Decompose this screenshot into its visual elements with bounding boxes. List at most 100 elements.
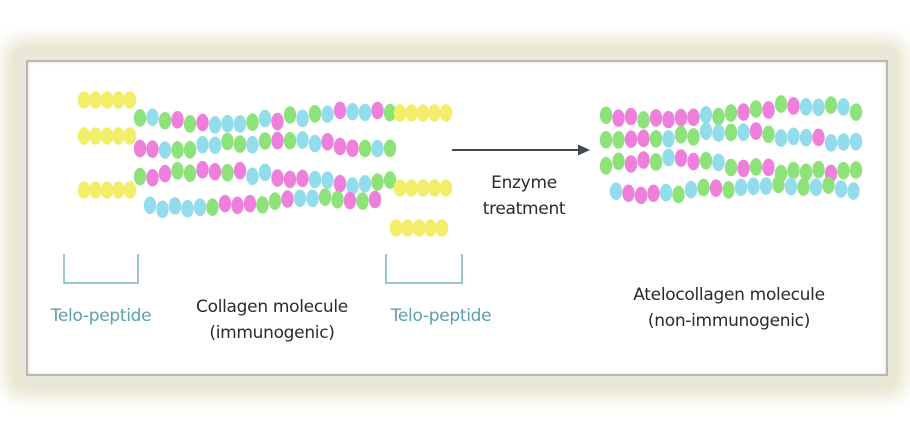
molecule-bead: [405, 104, 418, 122]
molecule-bead: [822, 176, 835, 195]
molecule-bead: [674, 149, 688, 167]
molecule-bead: [649, 109, 663, 127]
molecule-bead: [256, 196, 269, 214]
molecule-bead: [89, 181, 102, 199]
molecule-bead: [812, 98, 825, 117]
molecule-bead: [624, 130, 638, 149]
molecule-bead: [662, 110, 675, 129]
molecule-bead: [233, 135, 247, 153]
molecule-bead: [77, 127, 91, 145]
molecule-bead: [133, 139, 147, 158]
molecule-bead: [258, 132, 272, 150]
molecule-bead: [268, 192, 282, 210]
molecule-bead: [208, 162, 222, 181]
molecule-bead: [834, 180, 848, 198]
molecule-bead: [401, 219, 414, 237]
molecule-bead: [171, 111, 184, 129]
molecule-bead: [724, 104, 738, 122]
molecule-bead: [809, 178, 823, 197]
molecule-bead: [416, 104, 430, 122]
molecule-bead: [143, 196, 157, 215]
molecule-bead: [687, 128, 700, 146]
molecule-bead: [218, 194, 232, 213]
molecule-bead: [221, 132, 234, 151]
molecule-bead: [389, 219, 403, 237]
molecule-bead: [308, 105, 322, 123]
molecule-bead: [156, 200, 169, 219]
molecule-bead: [787, 97, 800, 115]
bead-layer: [77, 91, 863, 237]
molecule-bead: [146, 108, 159, 127]
molecule-bead: [383, 103, 397, 122]
molecule-bead: [599, 106, 613, 125]
molecule-bead: [412, 219, 426, 237]
molecule-bead: [772, 175, 785, 194]
molecule-bead: [612, 152, 625, 171]
telopeptide-label-right: Telo-peptide: [390, 306, 492, 326]
molecule-bead: [183, 140, 197, 159]
molecule-bead: [762, 158, 775, 177]
molecule-bead: [358, 175, 372, 193]
molecule-bead: [246, 167, 259, 186]
molecule-bead: [183, 164, 197, 183]
molecule-bead: [674, 108, 688, 127]
molecule-bead: [321, 105, 334, 124]
molecule-bead: [221, 163, 234, 182]
molecule-bead: [799, 163, 813, 182]
molecule-bead: [749, 158, 763, 176]
molecule-bead: [747, 177, 760, 196]
molecule-bead: [231, 196, 244, 215]
molecule-bead: [609, 182, 623, 201]
molecule-bead: [281, 190, 294, 208]
molecule-bead: [787, 127, 800, 146]
molecule-bead: [393, 179, 407, 197]
molecule-bead: [697, 178, 710, 197]
molecule-bead: [849, 161, 863, 179]
molecule-bead: [208, 116, 222, 134]
molecule-bead: [123, 181, 137, 199]
bracket-right-line: [385, 254, 463, 284]
molecule-bead: [146, 168, 159, 187]
molecule-bead: [346, 139, 359, 158]
molecule-bead: [634, 186, 648, 205]
molecule-bead: [158, 111, 172, 130]
molecule-bead: [343, 191, 357, 210]
molecule-bead: [762, 101, 775, 119]
molecule-bead: [346, 177, 359, 195]
molecule-bead: [599, 157, 613, 175]
molecule-bead: [100, 181, 114, 199]
molecule-bead: [637, 111, 650, 129]
molecule-bead: [158, 141, 172, 159]
molecule-bead: [318, 188, 332, 207]
molecule-bead: [612, 131, 625, 149]
molecule-bead: [233, 161, 247, 180]
molecule-bead: [837, 161, 850, 180]
molecule-bead: [181, 199, 194, 218]
molecule-bead: [824, 96, 838, 114]
molecule-bead: [77, 181, 91, 199]
molecule-bead: [271, 169, 284, 187]
molecule-bead: [283, 131, 297, 150]
molecule-bead: [699, 151, 713, 170]
telopeptide-bracket-right: [385, 254, 463, 284]
molecule-bead: [333, 174, 347, 193]
molecule-bead: [258, 109, 272, 128]
molecule-bead: [687, 108, 700, 127]
molecule-bead: [637, 151, 650, 169]
molecule-bead: [724, 158, 738, 177]
molecule-bead: [133, 167, 147, 186]
molecule-bead: [774, 129, 788, 147]
molecule-bead: [371, 139, 384, 158]
molecule-bead: [847, 182, 860, 200]
molecule-bead: [171, 162, 184, 180]
molecule-bead: [699, 122, 713, 141]
molecule-bead: [271, 112, 284, 131]
molecule-bead: [749, 100, 763, 118]
molecule-bead: [208, 136, 222, 155]
molecule-bead: [331, 190, 344, 209]
molecule-bead: [89, 127, 102, 145]
molecule-bead: [428, 179, 441, 197]
molecule-bead: [712, 124, 725, 142]
molecule-bead: [258, 163, 272, 182]
molecule-bead: [296, 169, 309, 188]
